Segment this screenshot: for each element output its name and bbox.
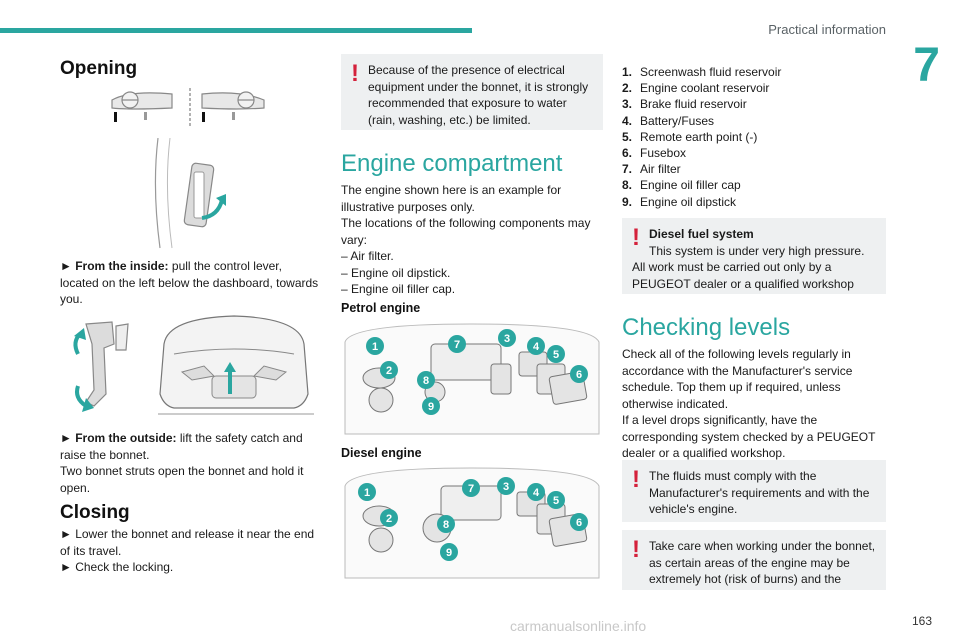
warning-icon: ! [632,536,640,563]
svg-text:1: 1 [364,487,370,499]
opening-heading: Opening [60,58,138,79]
warning-diesel-box: ! Diesel fuel system This system is unde… [622,218,886,294]
svg-text:2: 2 [386,365,392,377]
warning-icon: ! [632,466,640,493]
header-accent-bar [0,28,472,33]
diesel-markers: 1 2 3 4 5 6 7 8 9 [358,477,588,561]
svg-text:4: 4 [533,487,540,499]
steering-wheel-illustration [111,88,265,128]
closing-step-2: ► Check the locking. [60,560,174,574]
warning-electrical-box: ! Because of the presence of electrical … [341,54,603,130]
opening-outside-text: ► From the outside: lift the safety catc… [60,430,322,496]
outside-label: ► From the outside: [60,431,177,445]
inside-label: ► From the inside: [60,259,169,273]
chapter-number: 7 [913,39,940,92]
engine-item-1: – Air filter. [341,249,394,263]
engine-intro: The engine shown here is an example for … [341,183,562,214]
svg-text:3: 3 [504,333,510,345]
closing-steps: ► Lower the bonnet and release it near t… [60,526,322,576]
svg-text:7: 7 [468,483,474,495]
svg-text:9: 9 [428,401,434,413]
inside-instruction: pull the control lever, located on the l… [60,259,319,306]
checking-levels-text-1: Check all of the following levels regula… [622,347,853,411]
warning-hot-text: Take care when working under the bonnet,… [649,539,876,586]
opening-inside-text: ► From the inside: pull the control leve… [60,258,322,308]
bonnet-lever-illustration [154,138,226,249]
checking-levels-text-2: If a level drops significantly, have the… [622,413,876,460]
petrol-engine-diagram: 1 2 3 4 5 6 7 8 9 [344,323,600,435]
svg-text:2: 2 [386,513,392,525]
list-item: 3.Brake fluid reservoir [622,97,747,112]
svg-text:5: 5 [553,495,559,507]
engine-vary: The locations of the following component… [341,216,591,247]
engine-item-3: – Engine oil filler cap. [341,282,456,296]
page-number: 163 [911,614,932,628]
warning-electrical-text: Because of the presence of electrical eq… [368,63,589,127]
svg-text:1: 1 [372,341,378,353]
warning-hot-box: ! Take care when working under the bonne… [622,530,886,590]
warning-fluids-text: The fluids must comply with the Manufact… [649,469,870,516]
outside-instruction: lift the safety catch and raise the bonn… [60,431,303,462]
header-title: Practical information [768,22,886,37]
components-list: 1.Screenwash fluid reservoir 2.Engine co… [622,64,886,210]
petrol-markers: 1 2 3 4 5 6 7 8 9 [366,329,588,415]
engine-compartment-heading: Engine compartment [341,150,563,177]
diesel-engine-diagram: 1 2 3 4 5 6 7 8 9 [344,467,600,579]
svg-text:6: 6 [576,517,582,529]
list-item: 6.Fusebox [622,146,687,161]
svg-text:8: 8 [423,375,429,387]
list-item: 2.Engine coolant reservoir [622,81,770,96]
svg-text:7: 7 [454,339,460,351]
svg-text:6: 6 [576,369,582,381]
svg-text:4: 4 [533,341,540,353]
list-item: 8.Engine oil filler cap [622,178,741,193]
warning-diesel-text-2: All work must be carried out only by a P… [632,260,854,291]
svg-text:8: 8 [443,519,449,531]
checking-levels-text: Check all of the following levels regula… [622,346,886,462]
diesel-engine-label: Diesel engine [341,446,422,460]
struts-text: Two bonnet struts open the bonnet and ho… [60,464,304,495]
closing-step-1: ► Lower the bonnet and release it near t… [60,527,315,558]
watermark: carmanualsonline.info [510,618,647,634]
checking-levels-heading: Checking levels [622,314,791,341]
svg-text:3: 3 [503,481,509,493]
list-item: 4.Battery/Fuses [622,113,715,128]
engine-compartment-text: The engine shown here is an example for … [341,182,603,298]
closing-heading: Closing [60,502,130,523]
list-item: 7.Air filter [622,162,681,177]
list-item: 1.Screenwash fluid reservoir [622,65,782,79]
svg-text:5: 5 [553,349,559,361]
engine-item-2: – Engine oil dipstick. [341,265,451,280]
list-item: 5.Remote earth point (-) [622,129,758,144]
svg-text:9: 9 [446,547,452,559]
warning-icon: ! [632,224,640,251]
bonnet-catch-illustration [73,315,314,415]
warning-icon: ! [351,60,359,87]
warning-diesel-text-1: This system is under very high pressure. [649,243,865,258]
warning-diesel-title: Diesel fuel system [649,227,754,241]
list-item: 9.Engine oil dipstick [622,194,737,209]
warning-fluids-box: ! The fluids must comply with the Manufa… [622,460,886,522]
petrol-engine-label: Petrol engine [341,301,421,315]
